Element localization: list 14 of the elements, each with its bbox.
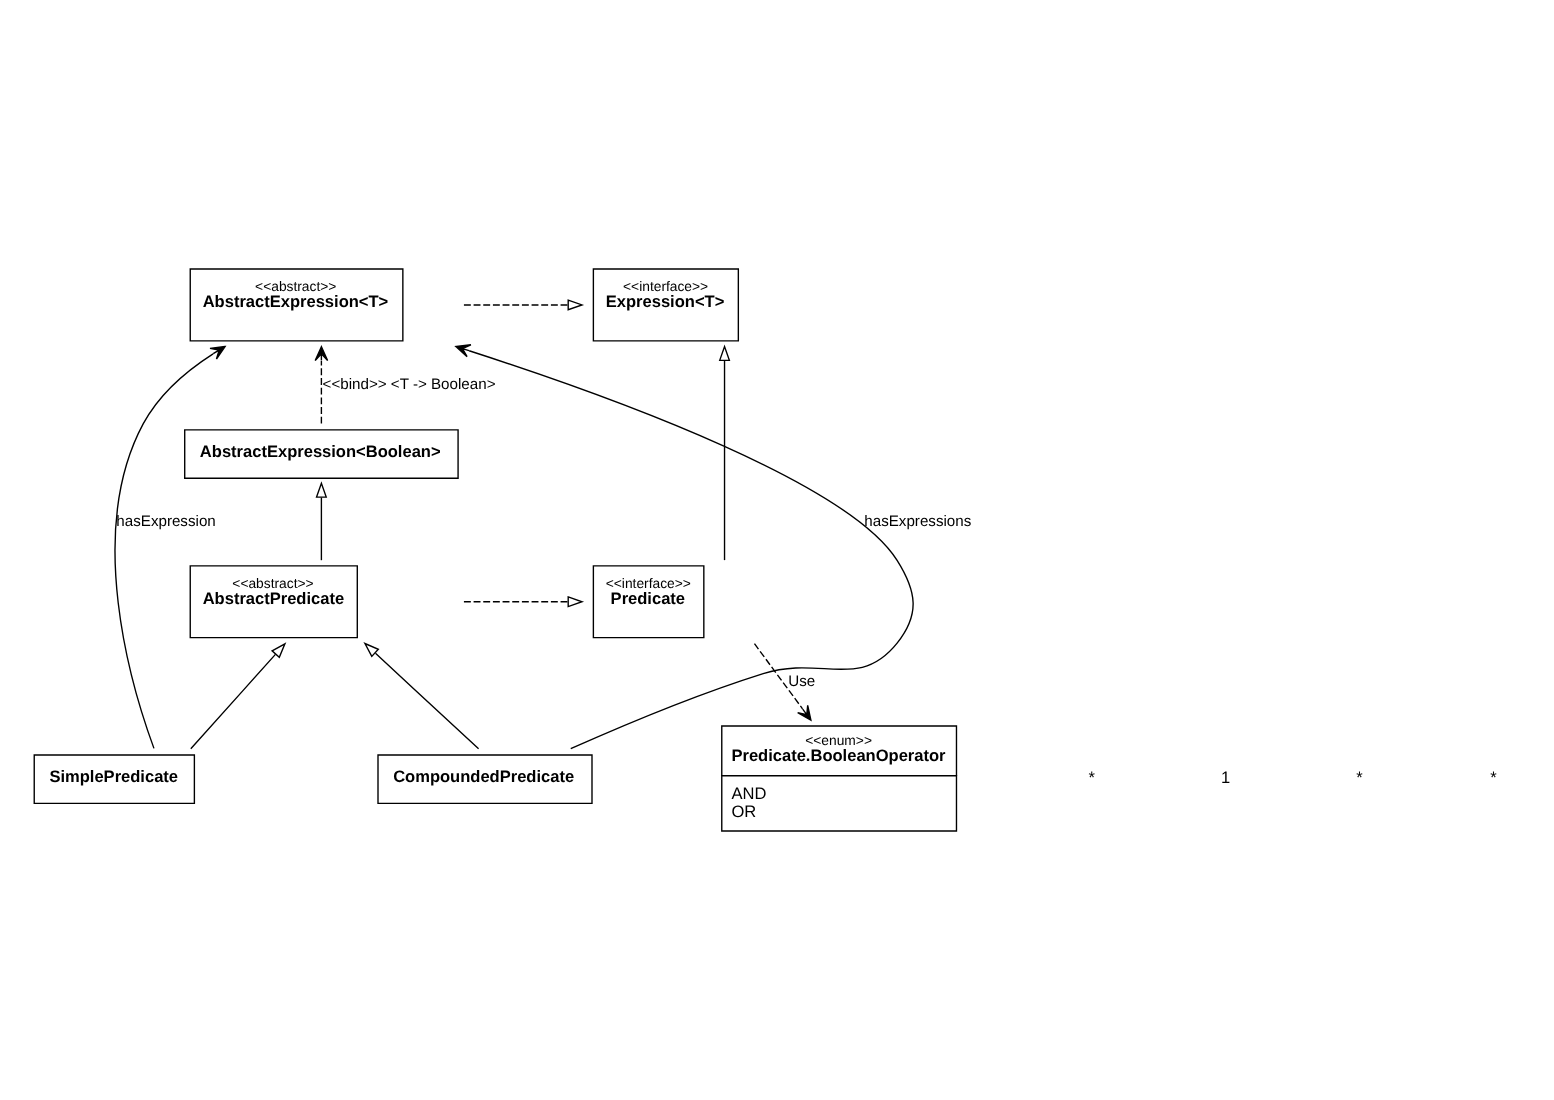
arrow [455, 344, 914, 750]
arrow [363, 642, 480, 750]
arrow [753, 643, 812, 721]
arrow [314, 346, 329, 425]
edge-label: hasExpressions [864, 511, 972, 530]
edge-label: hasExpression [116, 511, 216, 530]
edge-label: Use [788, 671, 816, 690]
arrow [190, 642, 287, 750]
arrow [114, 345, 226, 750]
edge-label: <<bind>> <T -> Boolean> [322, 374, 496, 393]
arrow [463, 595, 585, 608]
arrow [315, 481, 328, 561]
arrow [718, 344, 731, 561]
arrow [463, 299, 585, 311]
